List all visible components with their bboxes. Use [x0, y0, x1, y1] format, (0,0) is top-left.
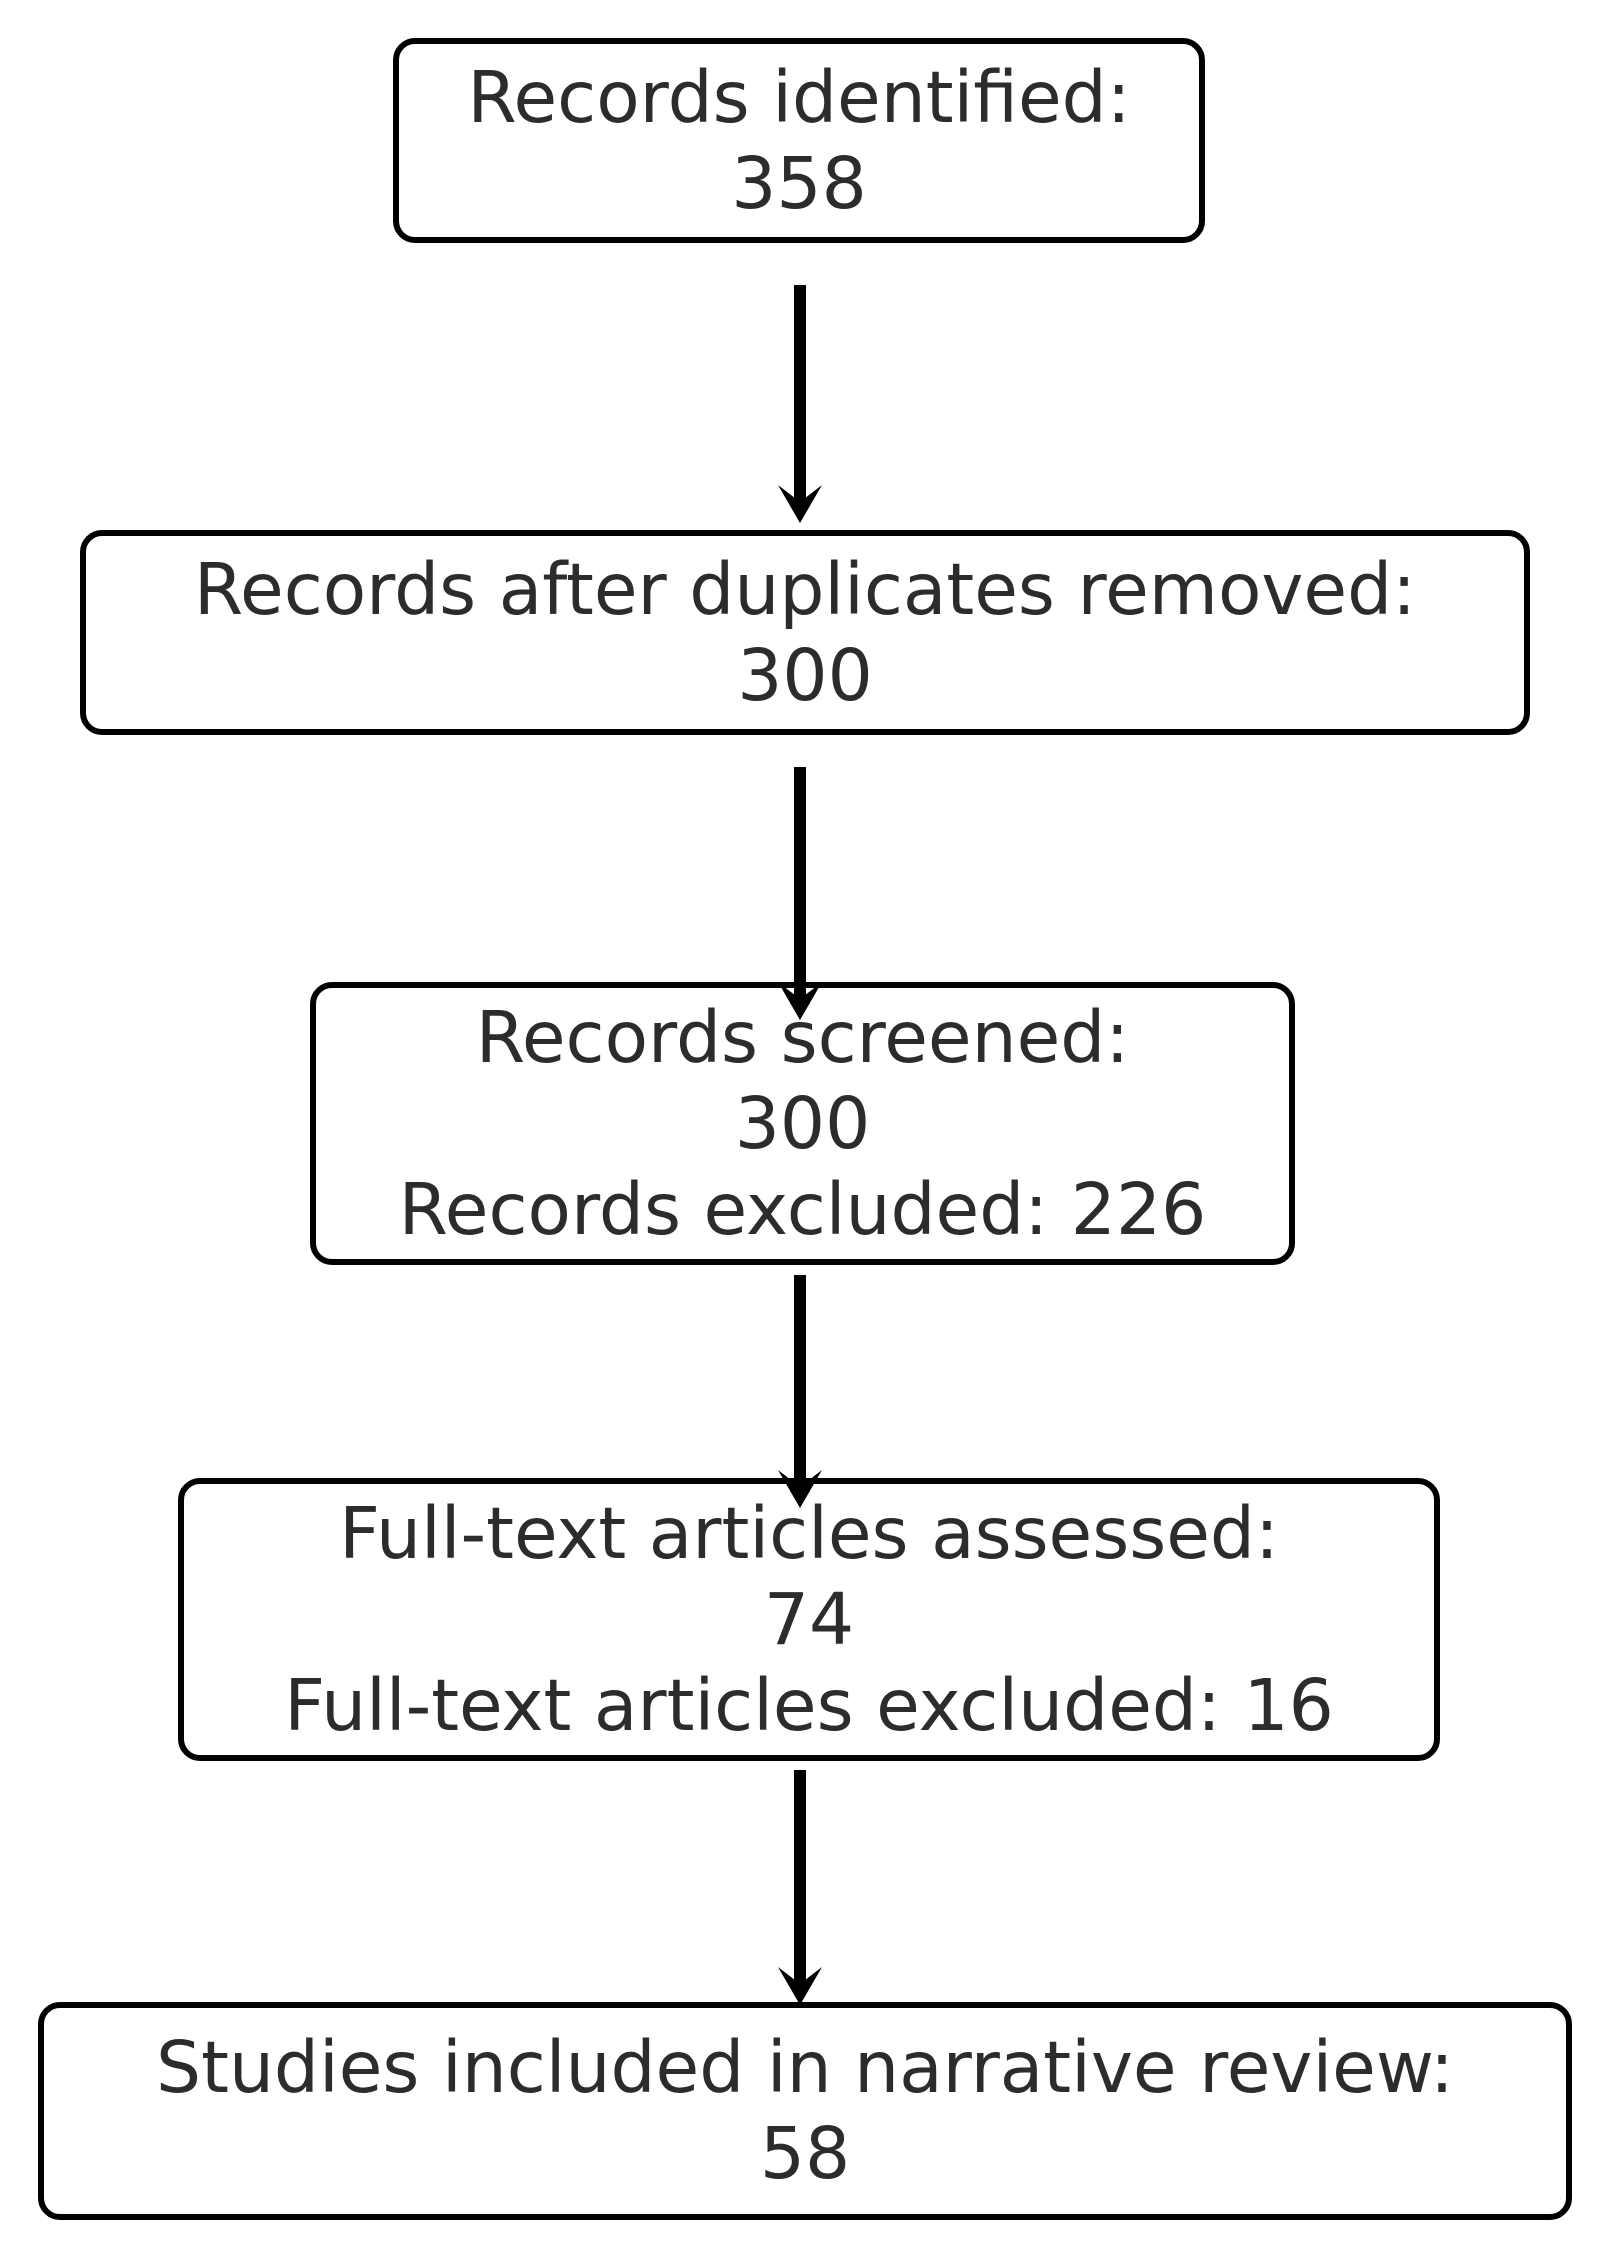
box-label: Records identified: [467, 55, 1131, 139]
down-arrow-icon [770, 1273, 830, 1508]
box-label: Studies included in narrative review: [156, 2026, 1454, 2109]
flow-box-records-identified: Records identified: 358 [393, 38, 1205, 243]
box-value: 300 [737, 633, 873, 717]
box-excluded-note: Full-text articles excluded: 16 [284, 1663, 1334, 1747]
flow-box-studies-included-in-narrative-review: Studies included in narrative review: 58 [38, 2002, 1572, 2220]
box-excluded-note: Records excluded: 226 [398, 1167, 1207, 1251]
box-label: Records after duplicates removed: [193, 547, 1417, 631]
flow-box-records-screened: Records screened: 300 Records excluded: … [310, 982, 1295, 1265]
down-arrow-icon [770, 1768, 830, 2005]
box-value: 358 [731, 141, 867, 225]
flow-box-full-text-articles-assessed: Full-text articles assessed: 74 Full-tex… [178, 1478, 1440, 1761]
box-value: 74 [763, 1577, 855, 1661]
down-arrow-icon [770, 283, 830, 523]
flow-box-records-after-duplicates-removed: Records after duplicates removed: 300 [80, 530, 1530, 735]
box-value: 58 [759, 2112, 851, 2195]
down-arrow-icon [770, 765, 830, 1020]
box-value: 300 [734, 1081, 871, 1165]
box-label: Full-text articles assessed: [339, 1491, 1279, 1575]
